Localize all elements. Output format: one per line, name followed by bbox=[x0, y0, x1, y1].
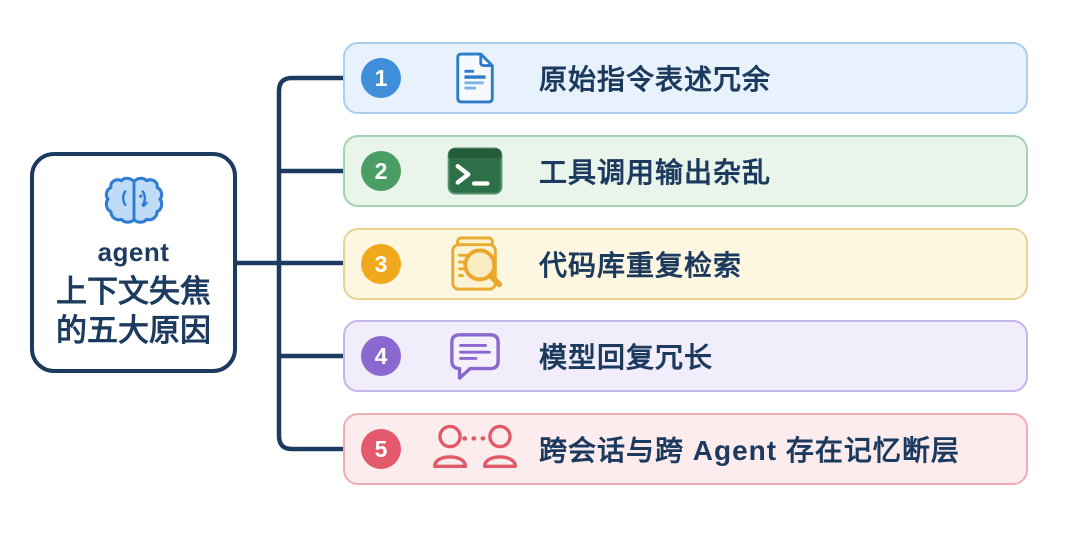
root-title-line2: 的五大原因 bbox=[56, 312, 211, 348]
document-search-icon bbox=[423, 235, 527, 293]
reason-label: 跨会话与跨 Agent 存在记忆断层 bbox=[539, 435, 960, 466]
reason-item-4: 4 模型回复冗长 bbox=[343, 320, 1028, 392]
reason-label: 工具调用输出杂乱 bbox=[539, 157, 772, 188]
root-node-agent: agent 上下文失焦 的五大原因 bbox=[30, 152, 237, 373]
document-icon bbox=[423, 50, 527, 106]
terminal-icon bbox=[423, 147, 527, 195]
number-badge: 4 bbox=[361, 336, 401, 376]
number-badge: 3 bbox=[361, 244, 401, 284]
reason-label: 原始指令表述冗余 bbox=[539, 64, 772, 95]
number-badge: 1 bbox=[361, 58, 401, 98]
reason-label: 代码库重复检索 bbox=[539, 250, 743, 281]
reason-label: 模型回复冗长 bbox=[539, 342, 714, 373]
number-badge: 2 bbox=[361, 151, 401, 191]
brain-icon bbox=[103, 175, 165, 232]
reason-item-5: 5 跨会话与跨 Agent 存在记忆断层 bbox=[343, 413, 1028, 485]
reason-item-1: 1 原始指令表述冗余 bbox=[343, 42, 1028, 114]
number-badge: 5 bbox=[361, 429, 401, 469]
chat-bubble-icon bbox=[423, 330, 527, 382]
root-title-line1: 上下文失焦 bbox=[56, 274, 211, 310]
reason-item-3: 3 代码库重复检索 bbox=[343, 228, 1028, 300]
reason-item-2: 2 工具调用输出杂乱 bbox=[343, 135, 1028, 207]
people-connection-icon bbox=[423, 421, 527, 477]
root-node-label: agent bbox=[97, 237, 170, 268]
root-node-title: 上下文失焦 的五大原因 bbox=[56, 273, 211, 350]
